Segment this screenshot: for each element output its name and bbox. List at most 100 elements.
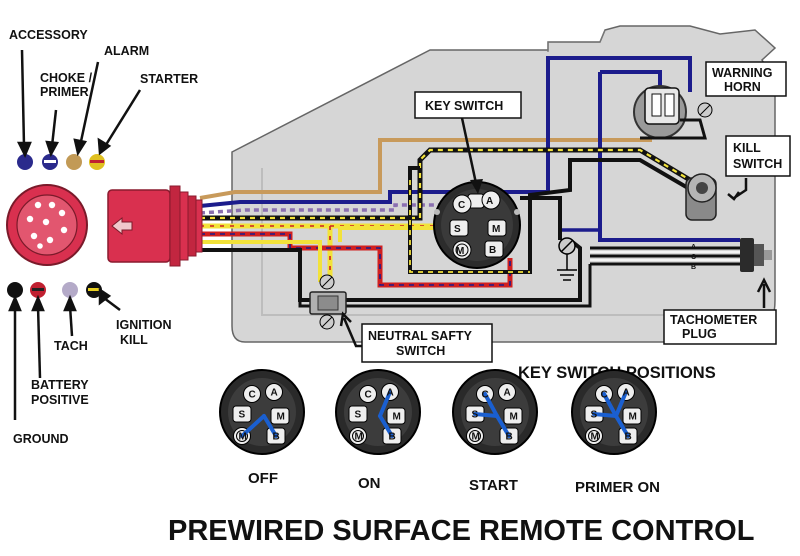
label-tach: TACH (54, 339, 88, 353)
terminal-letter-b: B (506, 432, 513, 443)
terminal-letter-m_circle: M (591, 432, 599, 443)
key-switch: C A S M M B (433, 181, 521, 269)
switch-link-c (483, 392, 499, 418)
terminal-ring (469, 430, 481, 442)
neutral-switch-label-1: NEUTRAL SAFTY (368, 329, 473, 343)
switch-link-s (592, 412, 618, 418)
key-switch-callout-arrow-icon (470, 179, 483, 194)
tachometer-label-1: TACHOMETER (670, 313, 757, 327)
label-alarm: ALARM (104, 44, 149, 58)
pin-tach (62, 282, 78, 298)
terminal-m (270, 407, 290, 425)
switch-link-b (614, 414, 630, 438)
tach-wire-c: C (691, 254, 696, 261)
label-ignition-kill-2: KILL (120, 333, 148, 347)
wire-white-tach (590, 251, 740, 261)
terminal-letter-m: M (629, 412, 637, 423)
terminal-m_circle (585, 427, 603, 445)
tach-wire-b: B (691, 264, 696, 271)
terminal-letter-a: A (504, 388, 511, 399)
terminal-c (243, 385, 261, 403)
tach-wire-a: A (691, 244, 696, 251)
warning-horn-label-2: HORN (724, 80, 761, 94)
label-choke-primer-2: PRIMER (40, 85, 89, 99)
terminal-letter-m_circle: M (355, 432, 363, 443)
key-terminal-a: A (486, 196, 493, 207)
pin-accessory (17, 154, 33, 170)
terminal-m (386, 407, 406, 425)
ground-screw (557, 237, 577, 281)
neutral-safety-switch (309, 274, 347, 330)
terminal-m (622, 407, 642, 425)
key-position-label: OFF (248, 470, 278, 487)
terminal-letter-a: A (623, 388, 630, 399)
tachometer-arrow-icon (756, 277, 772, 308)
switch-link-s (473, 412, 499, 418)
kill-switch-arrow-icon (727, 178, 748, 201)
terminal-letter-m_circle: M (472, 432, 480, 443)
key-switch-label-box (414, 91, 522, 119)
label-battery-positive-2: POSITIVE (31, 393, 89, 407)
key-terminal-m: M (492, 224, 500, 235)
terminal-letter-a: A (387, 388, 394, 399)
key-position-label: PRIMER ON (575, 479, 660, 496)
switch-link-b (378, 414, 394, 438)
label-starter: STARTER (140, 72, 198, 86)
key-terminal-s: S (454, 224, 461, 235)
housing-top-ridge (547, 29, 606, 52)
wire-black-ground (200, 196, 582, 302)
tachometer-plug: A C B (691, 238, 772, 272)
label-choke-primer-1: CHOKE / (40, 71, 93, 85)
terminal-ring (236, 430, 248, 442)
wire-black-kill-stripe (409, 180, 530, 273)
warning-horn-label-box (705, 61, 787, 97)
wire-red-stripe (200, 233, 511, 286)
neutral-switch-label-box (361, 323, 493, 363)
terminal-letter-b: B (389, 432, 396, 443)
neutral-switch-arrow-icon (339, 311, 362, 348)
wire-yellow-neutral (200, 226, 450, 282)
terminal-letter-c: C (482, 390, 489, 401)
warning-horn-label-1: WARNING (712, 66, 772, 80)
terminal-s (232, 405, 252, 423)
terminal-letter-a: A (271, 388, 278, 399)
terminal-letter-m: M (510, 412, 518, 423)
tachometer-label-2: PLUG (682, 327, 717, 341)
terminal-a (498, 383, 516, 401)
connector-face (6, 184, 88, 266)
key-switch-label: KEY SWITCH (425, 99, 503, 113)
terminal-letter-s: S (355, 410, 362, 421)
wire-purple (199, 203, 450, 215)
switch-link-b (262, 414, 278, 438)
terminal-letter-b: B (273, 432, 280, 443)
key-terminal-c: C (458, 200, 465, 211)
terminal-letter-c: C (249, 390, 256, 401)
pin-dots (7, 154, 105, 298)
terminal-ring (352, 430, 364, 442)
key-position-label: START (469, 477, 518, 494)
terminal-s (348, 405, 368, 423)
terminal-ring (588, 430, 600, 442)
main-connector (107, 185, 203, 267)
terminal-letter-s: S (239, 410, 246, 421)
terminal-letter-s: S (472, 410, 479, 421)
key-switch-callout-line (460, 117, 479, 189)
switch-link-b (495, 414, 511, 438)
pin-ground (7, 282, 23, 298)
switch-link-a (378, 390, 392, 418)
label-ignition-kill-1: IGNITION (116, 318, 172, 332)
terminal-letter-c: C (601, 390, 608, 401)
switch-link-c (602, 392, 618, 418)
terminal-m_circle (349, 427, 367, 445)
label-ground: GROUND (13, 432, 69, 446)
terminal-letter-m_circle: M (239, 432, 247, 443)
terminal-letter-s: S (591, 410, 598, 421)
terminal-letter-m: M (277, 412, 285, 423)
key-switch-terminals: C A S M M B (449, 190, 507, 260)
neutral-switch-label-2: SWITCH (396, 344, 445, 358)
